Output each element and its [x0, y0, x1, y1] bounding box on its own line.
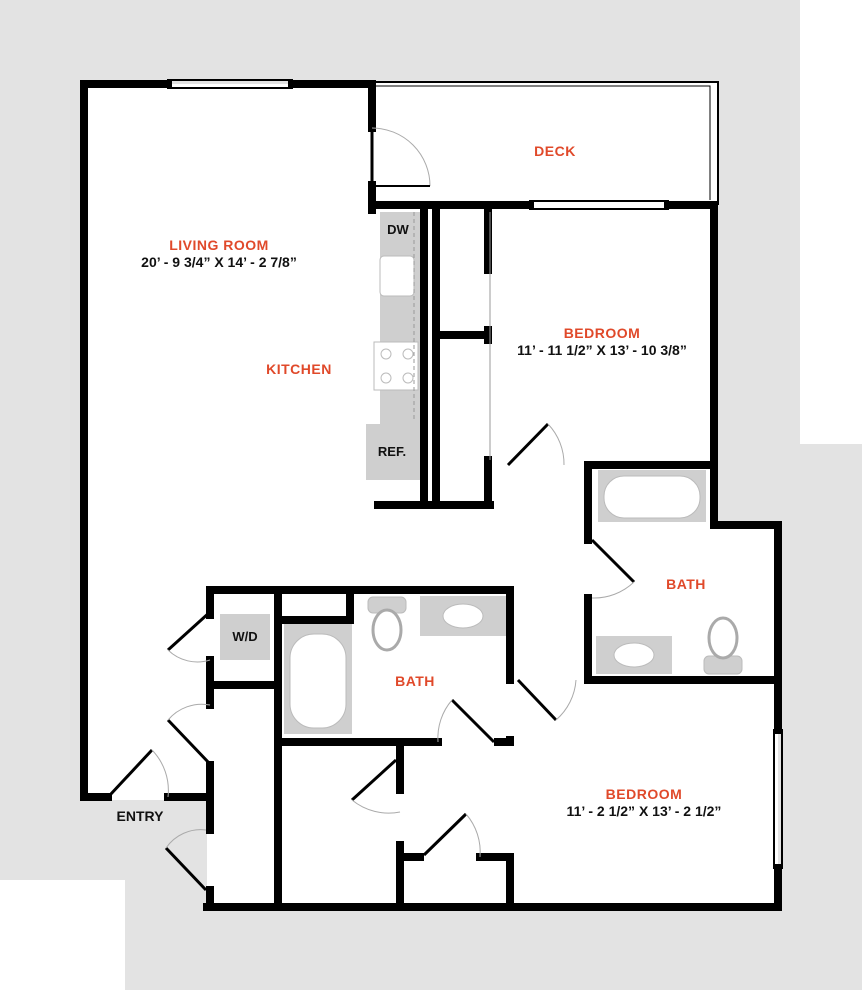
- windows: [167, 79, 783, 869]
- washer-dryer: [220, 614, 270, 660]
- doors-part: [166, 718, 212, 766]
- tub-basin-icon: [289, 633, 347, 729]
- doors-part: [506, 422, 550, 467]
- doors-part: [350, 758, 398, 802]
- doors-part: [151, 749, 169, 798]
- sink-icon: [379, 255, 415, 297]
- burner-icon: [402, 372, 414, 384]
- sink-icon: [442, 603, 484, 629]
- doors-part: [465, 813, 481, 858]
- site-cutout: [800, 0, 862, 444]
- toilets: [367, 596, 743, 675]
- doors-part: [108, 748, 154, 797]
- living-room-label: LIVING ROOM 20’ - 9 3/4” X 14’ - 2 7/8”: [141, 237, 297, 271]
- doors-part: [167, 703, 211, 721]
- doors-part: [555, 679, 577, 721]
- room-name: BEDROOM: [563, 325, 641, 341]
- burner-icon: [380, 348, 392, 360]
- room-name: BEDROOM: [605, 786, 683, 802]
- tub-basin-icon: [603, 475, 701, 519]
- entry-label: ENTRY: [116, 808, 164, 824]
- doors: [108, 127, 636, 892]
- walls: [80, 80, 782, 911]
- room-dimensions: 11’ - 2 1/2” X 13’ - 2 1/2”: [566, 803, 722, 819]
- burner-icon: [380, 372, 392, 384]
- interior-floor: [84, 82, 778, 907]
- bedroom-1-label: BEDROOM 11’ - 11 1/2” X 13’ - 10 3/8”: [517, 325, 687, 359]
- walls-part: [374, 201, 718, 469]
- floor-plan-drawing-part: [289, 255, 701, 729]
- deck-railing: [372, 81, 719, 205]
- dishwasher-label: DW: [387, 222, 409, 237]
- walls-part: [274, 586, 354, 624]
- doors-part: [371, 127, 431, 187]
- walls-part: [584, 461, 782, 684]
- site-cutout: [0, 880, 125, 990]
- room-name: LIVING ROOM: [169, 237, 269, 253]
- bath-2-label: BATH: [395, 673, 435, 689]
- refrigerator-label: REF.: [377, 444, 407, 459]
- kitchen-label: KITCHEN: [266, 361, 332, 377]
- burner-icon: [402, 348, 414, 360]
- doors-part: [450, 698, 496, 744]
- closet-rods: [413, 212, 491, 460]
- doors-part: [351, 799, 401, 814]
- windows-part: [529, 200, 669, 210]
- doors-part: [590, 538, 636, 584]
- doors-part: [165, 829, 207, 849]
- windows-part: [773, 729, 783, 869]
- bath-1-label: BATH: [666, 576, 706, 592]
- doors-part: [167, 649, 211, 663]
- doors-part: [166, 610, 212, 652]
- doors-part: [437, 699, 453, 743]
- washer-dryer-label: W/D: [232, 629, 258, 644]
- deck-label: DECK: [534, 143, 576, 159]
- doors-part: [164, 846, 208, 892]
- bedroom-2-label: BEDROOM 11’ - 2 1/2” X 13’ - 2 1/2”: [567, 786, 722, 820]
- walls-part: [206, 586, 514, 904]
- sink-icon: [613, 642, 655, 668]
- windows-part: [167, 79, 293, 89]
- deck-railing-inner: [376, 85, 711, 200]
- walls-part: [396, 738, 514, 909]
- refrigerator: [366, 424, 420, 480]
- stove-icon: [373, 341, 419, 391]
- doors-part: [516, 678, 558, 722]
- room-dimensions: 20’ - 9 3/4” X 14’ - 2 7/8”: [141, 254, 297, 270]
- doors-part: [591, 581, 635, 599]
- doors-part: [547, 423, 565, 466]
- room-dimensions: 11’ - 11 1/2” X 13’ - 10 3/8”: [517, 342, 687, 358]
- doors-part: [422, 812, 468, 857]
- toilet-bowl-icon: [371, 608, 403, 652]
- toilet-bowl-icon: [707, 616, 739, 660]
- walls-part: [80, 80, 376, 214]
